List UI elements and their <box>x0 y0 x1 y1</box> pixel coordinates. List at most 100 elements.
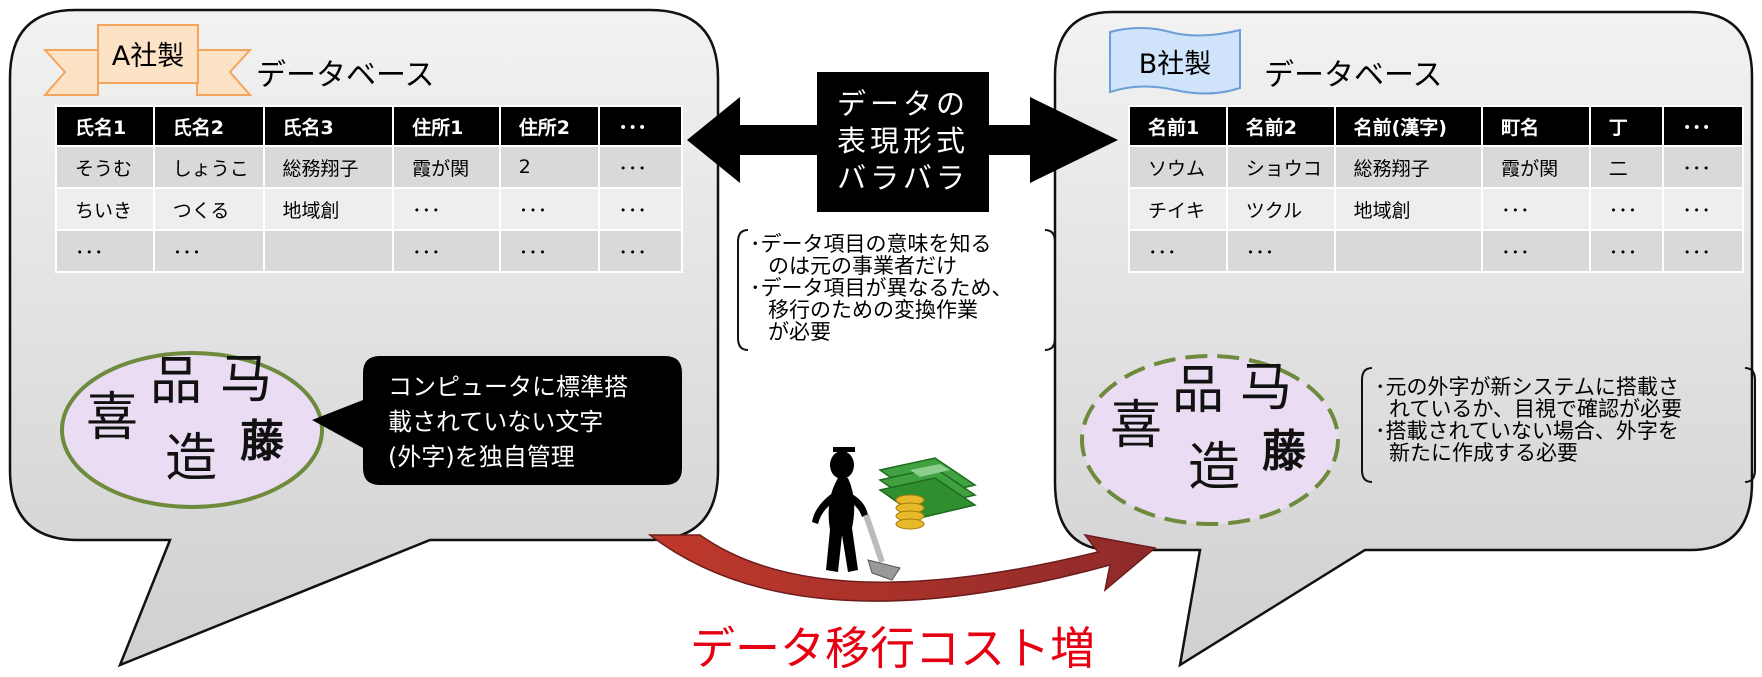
table-cell: ･･･ <box>55 229 155 273</box>
column-header: 住所1 <box>392 105 501 147</box>
table-cell: 総務翔子 <box>1333 145 1484 189</box>
table-row: そうむ しょうこ 総務翔子 霞が関 2 ･･･ <box>55 145 683 189</box>
column-header: 住所2 <box>498 105 601 147</box>
company-a-table: 氏名1 氏名2 氏名3 住所1 住所2 ･･･ そうむ しょうこ 総務翔子 霞が… <box>55 105 683 273</box>
table-cell: ･･･ <box>1662 229 1744 273</box>
table-cell: ･･･ <box>598 229 683 273</box>
company-b-wave-tag <box>1109 27 1241 95</box>
table-cell: ･･･ <box>1481 187 1591 231</box>
note-line: 新たに作成する必要 <box>1389 441 1578 465</box>
format-label-box <box>817 72 989 212</box>
note-line: ･データ項目の意味を知る <box>750 232 992 256</box>
table-cell: ･･･ <box>1662 145 1744 189</box>
table-cell: 地域創 <box>262 187 395 231</box>
table-cell: つくる <box>152 187 265 231</box>
column-header: 名前2 <box>1225 105 1336 147</box>
table-cell: ちいき <box>55 187 155 231</box>
table-cell: しょうこ <box>152 145 265 189</box>
column-header: 氏名3 <box>262 105 395 147</box>
column-header: 町名 <box>1481 105 1591 147</box>
callout-line: コンピュータに標準搭 <box>388 373 628 401</box>
table-cell: ･･･ <box>498 187 601 231</box>
gaiji-char: 藤 <box>1262 426 1306 477</box>
table-cell: ･･･ <box>1662 187 1744 231</box>
column-header: 氏名1 <box>55 105 155 147</box>
note-line: ･元の外字が新システムに搭載さ <box>1375 375 1679 399</box>
column-header: ･･･ <box>1662 105 1744 147</box>
gaiji-char: 品 <box>150 352 203 412</box>
company-a-ribbon <box>42 24 253 96</box>
gaiji-char: 造 <box>165 429 218 489</box>
gaiji-callout-bubble <box>312 356 682 485</box>
center-note: ･データ項目の意味を知る のは元の事業者だけ ･データ項目が異なるため、 移行の… <box>750 233 1013 343</box>
table-cell: 霞が関 <box>1481 145 1591 189</box>
table-row: ソウム ショウコ 総務翔子 霞が関 二 ･･･ <box>1128 145 1744 189</box>
note-line: ･搭載されていない場合、外字を <box>1375 419 1679 443</box>
table-cell: ･･･ <box>392 187 501 231</box>
column-header: ･･･ <box>598 105 683 147</box>
right-note: ･元の外字が新システムに搭載さ れているか、目視で確認が必要 ･搭載されていない… <box>1375 376 1682 464</box>
callout-line: (外字)を独自管理 <box>388 443 575 471</box>
center-note-left-bracket <box>737 229 749 351</box>
right-gaiji-ellipse <box>1080 354 1340 526</box>
format-label-line: バラバラ <box>837 161 969 195</box>
table-cell: ･･･ <box>1588 229 1665 273</box>
company-b-tag: B社製 <box>1138 49 1212 80</box>
table-cell: ツクル <box>1225 187 1336 231</box>
table-cell: そうむ <box>55 145 155 189</box>
company-b-db-title: データベース <box>1264 58 1443 93</box>
company-a-tag: A社製 <box>111 41 185 72</box>
company-b-table: 名前1 名前2 名前(漢字) 町名 丁 ･･･ ソウム ショウコ 総務翔子 霞が… <box>1128 105 1744 273</box>
gaiji-char: 藤 <box>240 416 284 467</box>
left-gaiji-ellipse <box>60 351 324 509</box>
gaiji-char: 喜 <box>86 388 139 448</box>
table-cell: ･･･ <box>1588 187 1665 231</box>
company-a-db-title: データベース <box>256 58 435 93</box>
column-header: 名前(漢字) <box>1333 105 1484 147</box>
table-cell: ソウム <box>1128 145 1228 189</box>
table-cell: ･･･ <box>1481 229 1591 273</box>
table-cell: ･･･ <box>598 145 683 189</box>
table-cell: ショウコ <box>1225 145 1336 189</box>
format-label-text: データの 表現形式 バラバラ <box>817 86 989 197</box>
table-header-row: 名前1 名前2 名前(漢字) 町名 丁 ･･･ <box>1128 105 1744 147</box>
table-cell: ･･･ <box>392 229 501 273</box>
gaiji-callout-text: コンピュータに標準搭 載されていない文字 (外字)を独自管理 <box>388 370 628 475</box>
format-label-line: データの <box>836 87 969 121</box>
table-header-row: 氏名1 氏名2 氏名3 住所1 住所2 ･･･ <box>55 105 683 147</box>
table-cell: ･･･ <box>152 229 265 273</box>
table-row: ･･･ ･･･ ･･･ ･･･ ･･･ <box>55 229 683 273</box>
table-cell: 地域創 <box>1333 187 1484 231</box>
callout-line: 載されていない文字 <box>388 408 604 436</box>
note-line: が必要 <box>768 320 831 344</box>
note-line: 移行のための変換作業 <box>768 298 978 322</box>
column-header: 氏名2 <box>152 105 265 147</box>
table-row: ちいき つくる 地域創 ･･･ ･･･ ･･･ <box>55 187 683 231</box>
table-cell: ･･･ <box>598 187 683 231</box>
table-cell <box>262 229 395 273</box>
migration-cost-arrow <box>647 533 1157 602</box>
note-line: のは元の事業者だけ <box>768 254 957 278</box>
right-note-left-bracket <box>1361 367 1373 483</box>
table-row: ･･･ ･･･ ･･･ ･･･ ･･･ <box>1128 229 1744 273</box>
gaiji-char: 马 <box>1240 358 1293 418</box>
column-header: 名前1 <box>1128 105 1228 147</box>
format-label-line: 表現形式 <box>836 124 969 158</box>
table-cell: ･･･ <box>1225 229 1336 273</box>
money-stack-icon <box>878 457 977 530</box>
worker-figure-icon <box>812 447 901 581</box>
table-cell: ･･･ <box>498 229 601 273</box>
gaiji-char: 品 <box>1172 361 1225 421</box>
center-note-right-bracket <box>1044 229 1056 351</box>
gaiji-char: 造 <box>1188 438 1241 498</box>
right-note-right-bracket <box>1744 367 1756 483</box>
table-cell: 二 <box>1588 145 1665 189</box>
table-cell: チイキ <box>1128 187 1228 231</box>
table-cell: 霞が関 <box>392 145 501 189</box>
gaiji-char: 马 <box>220 350 273 410</box>
migration-cost-label: データ移行コスト増 <box>690 622 1096 675</box>
table-cell <box>1333 229 1484 273</box>
note-line: れているか、目視で確認が必要 <box>1389 397 1682 421</box>
table-cell: 2 <box>498 145 601 189</box>
note-line: ･データ項目が異なるため、 <box>750 276 1013 300</box>
